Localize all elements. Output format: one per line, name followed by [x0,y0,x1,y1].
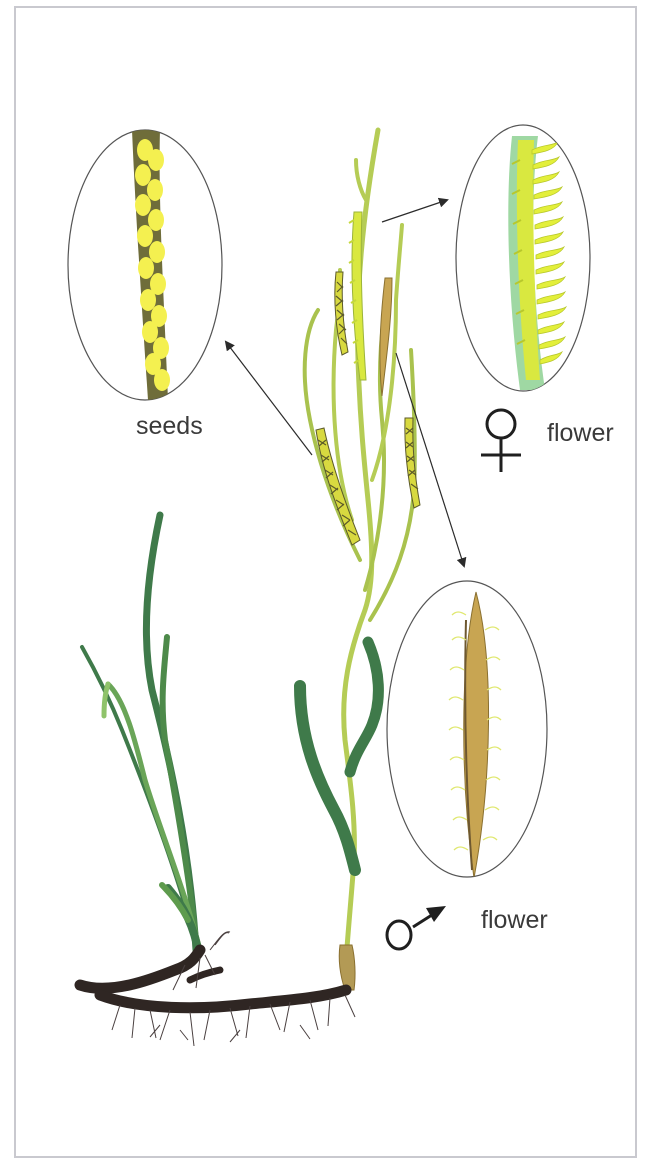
male-flower-label: flower [481,908,548,933]
left-plant [82,515,200,952]
male-flower-callout [387,581,547,878]
female-flower-label: flower [547,421,614,446]
female-flower-callout [456,125,590,391]
seeds-label: seeds [136,414,203,439]
male-symbol [387,906,446,949]
seeds-callout [68,130,222,400]
arrow-to-seeds [226,342,312,455]
female-symbol [481,410,521,472]
arrow-to-female-flower [382,200,447,222]
rhizome [80,932,355,1046]
right-plant [300,130,420,990]
